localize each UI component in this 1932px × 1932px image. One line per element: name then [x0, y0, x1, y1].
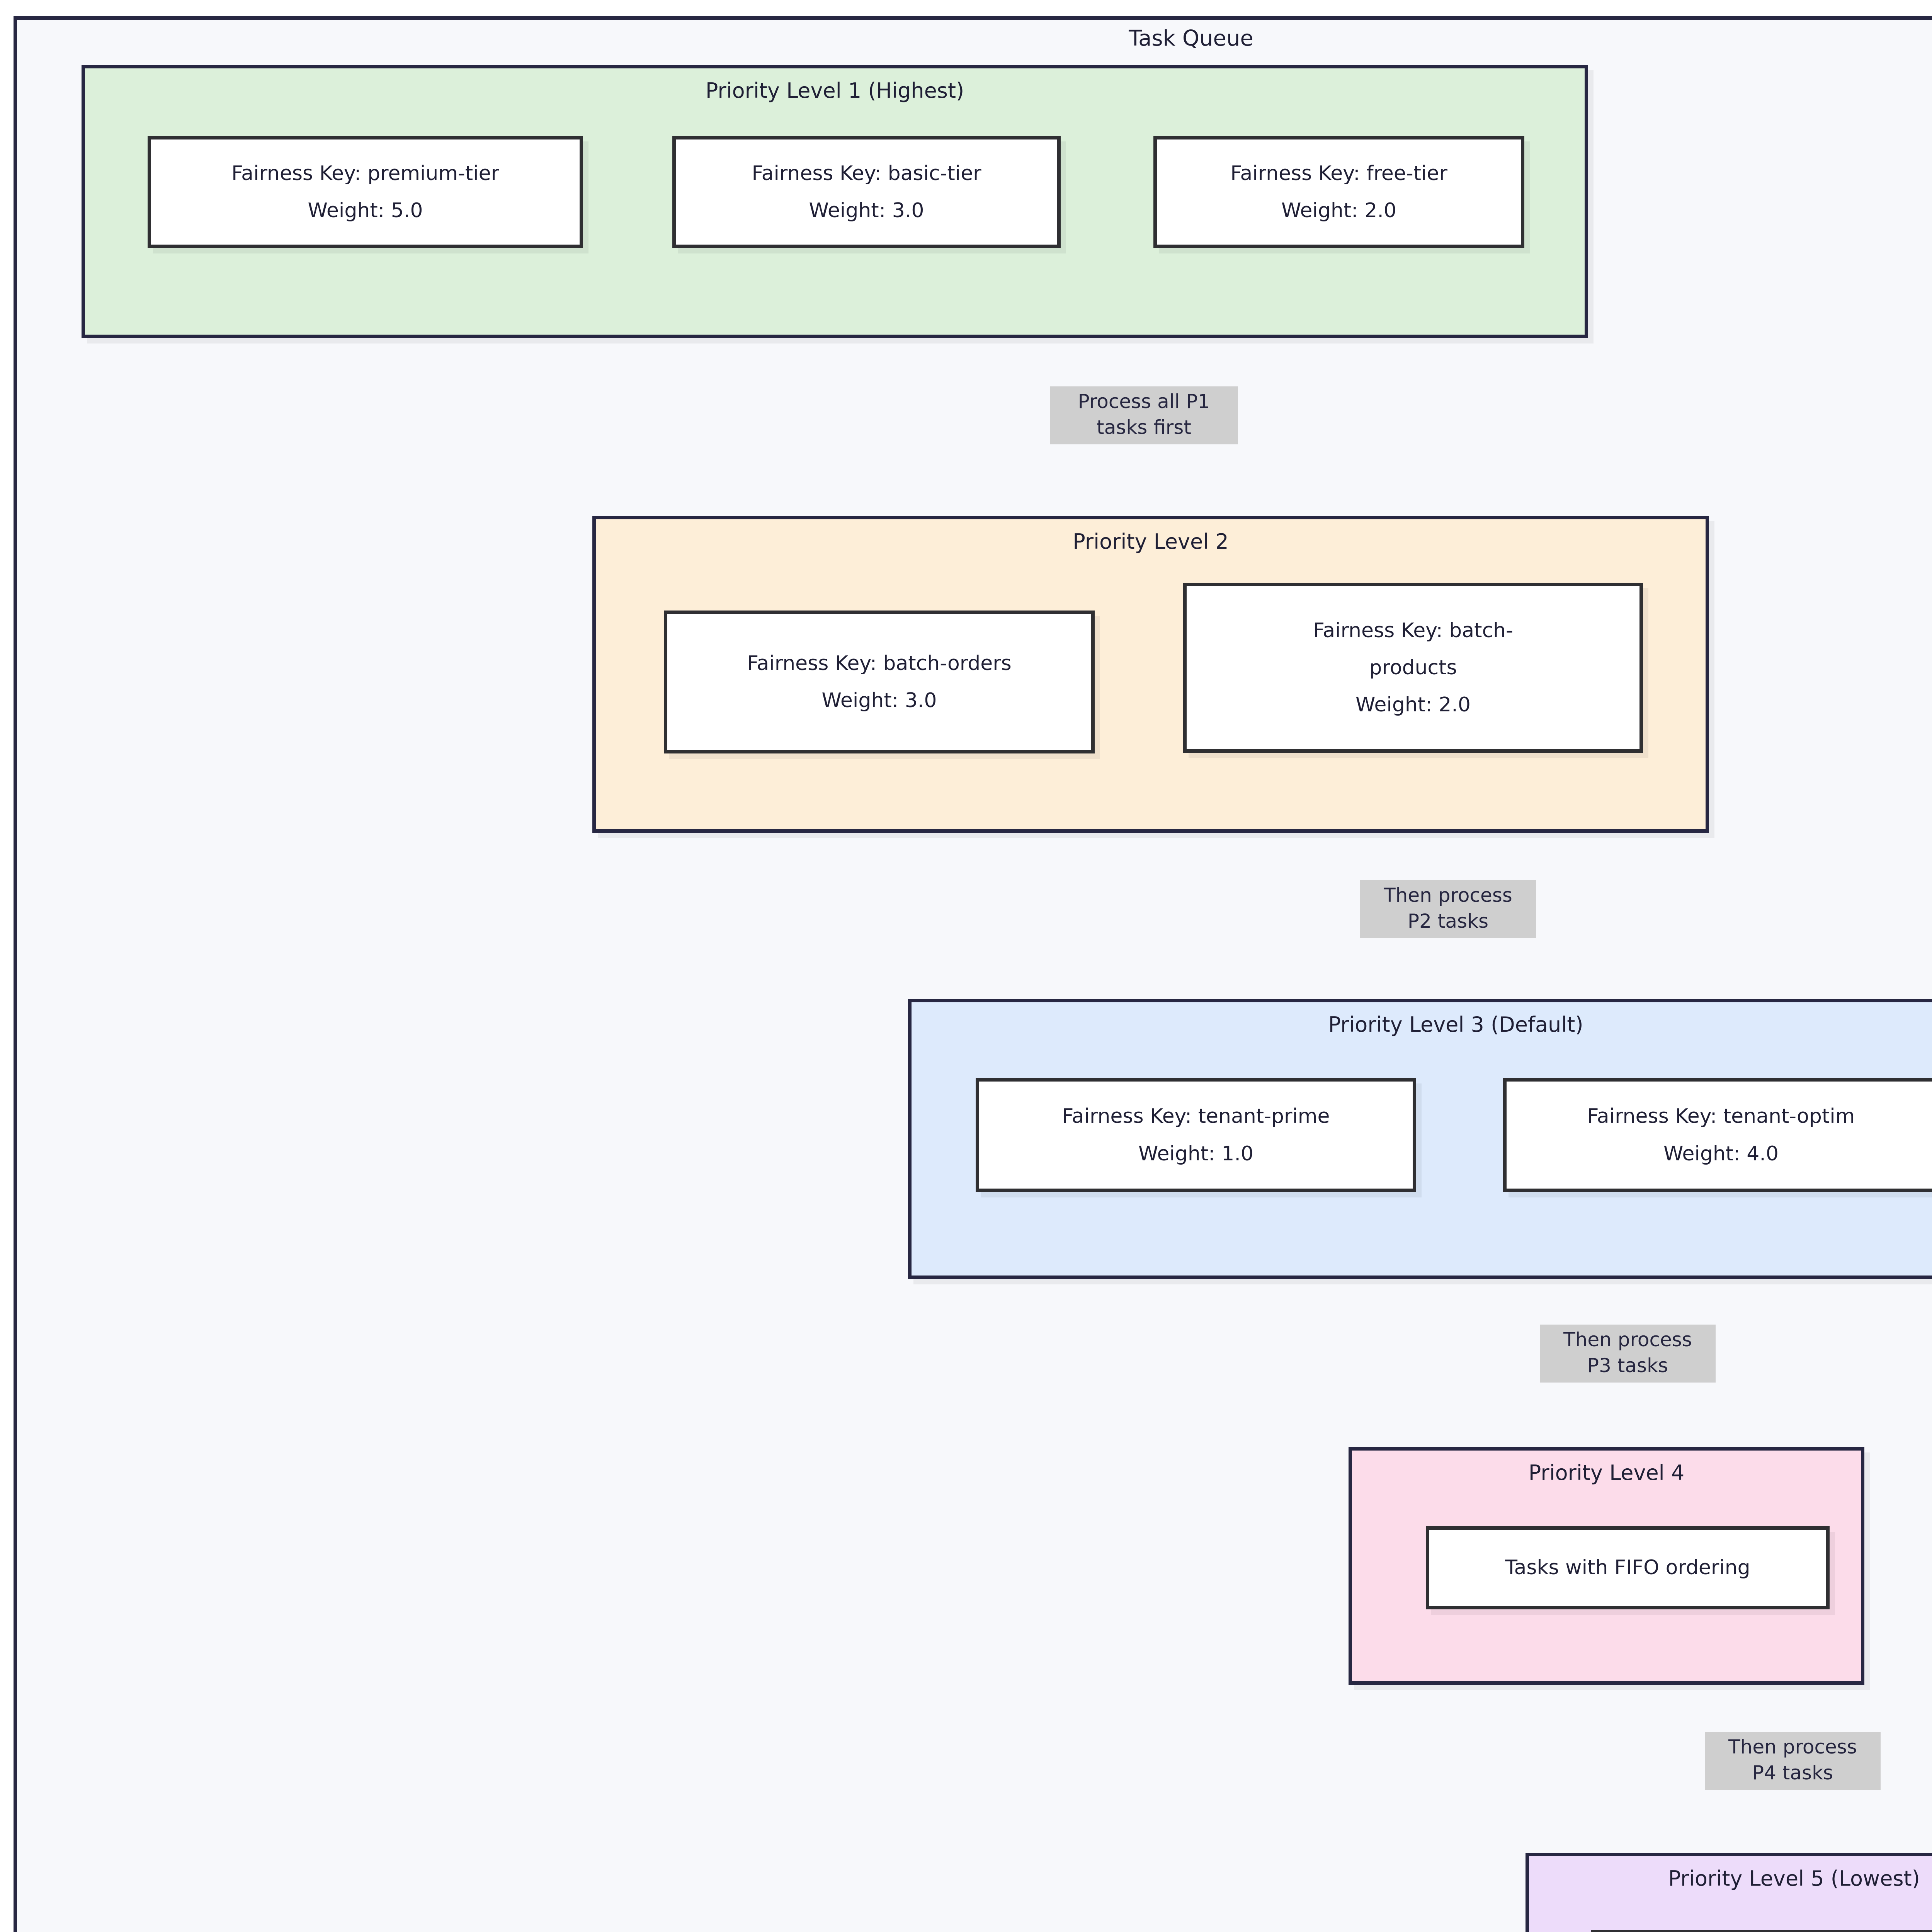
priority-level-5-title: Priority Level 5 (Lowest)	[1668, 1866, 1920, 1891]
fairness-key-label: Fairness Key: basic-tier	[752, 162, 981, 185]
fairness-key-card: Fairness Key: free-tier Weight: 2.0	[1153, 136, 1524, 248]
fairness-key-card: Fairness Key: tenant-optim Weight: 4.0	[1503, 1078, 1932, 1192]
edge-label-line1: Then process	[1384, 884, 1512, 906]
edge-label-line1: Then process	[1563, 1328, 1692, 1351]
fairness-key-card: Fairness Key: batch-orders Weight: 3.0	[664, 611, 1095, 753]
fifo-task-card: Tasks with FIFO ordering	[1591, 1930, 1932, 1932]
edge-label-then-process-p4: Then process P4 tasks	[1705, 1732, 1881, 1790]
task-queue-title: Task Queue	[1129, 26, 1253, 51]
fifo-task-label: Tasks with FIFO ordering	[1505, 1556, 1750, 1580]
edge-label-then-process-p2: Then process P2 tasks	[1360, 880, 1536, 938]
edge-label-line2: P2 tasks	[1407, 910, 1489, 932]
edge-label-line1: Then process	[1728, 1736, 1857, 1758]
fairness-key-label: Fairness Key: tenant-optim	[1587, 1105, 1855, 1128]
fairness-weight-label: Weight: 4.0	[1663, 1142, 1779, 1165]
priority-level-4-title: Priority Level 4	[1528, 1461, 1685, 1485]
fairness-weight-label: Weight: 2.0	[1281, 199, 1396, 222]
priority-level-1-title: Priority Level 1 (Highest)	[705, 78, 964, 103]
edge-label-line2: P3 tasks	[1587, 1354, 1668, 1377]
fairness-key-label: Fairness Key: tenant-prime	[1062, 1105, 1330, 1128]
fairness-key-label: Fairness Key: premium-tier	[231, 162, 500, 185]
fairness-key-card: Fairness Key: basic-tier Weight: 3.0	[672, 136, 1061, 248]
priority-level-5-cluster: Priority Level 5 (Lowest)	[1526, 1853, 1932, 1932]
fairness-key-card: Fairness Key: tenant-prime Weight: 1.0	[976, 1078, 1416, 1192]
priority-level-3-title: Priority Level 3 (Default)	[1328, 1012, 1583, 1037]
fairness-key-label: Fairness Key: batch-	[1313, 619, 1513, 642]
edge-label-then-process-p3: Then process P3 tasks	[1540, 1325, 1716, 1383]
edge-label-line1: Process all P1	[1078, 390, 1210, 413]
edge-label-line2: P4 tasks	[1752, 1762, 1833, 1784]
edge-label-line2: tasks first	[1097, 416, 1191, 439]
fairness-key-label: Fairness Key: free-tier	[1230, 162, 1447, 185]
fairness-weight-label: Weight: 3.0	[821, 689, 937, 712]
fairness-weight-label: Weight: 3.0	[809, 199, 924, 222]
fairness-key-label-cont: products	[1369, 656, 1457, 679]
fifo-task-card: Tasks with FIFO ordering	[1426, 1526, 1830, 1609]
fairness-key-card: Fairness Key: premium-tier Weight: 5.0	[148, 136, 583, 248]
fairness-weight-label: Weight: 2.0	[1355, 693, 1471, 717]
edge-label-process-all-p1: Process all P1 tasks first	[1050, 386, 1238, 444]
priority-level-2-title: Priority Level 2	[1073, 529, 1229, 554]
fairness-weight-label: Weight: 5.0	[308, 199, 423, 222]
fairness-key-label: Fairness Key: batch-orders	[747, 651, 1012, 675]
fairness-key-card: Fairness Key: batch- products Weight: 2.…	[1183, 583, 1643, 753]
fairness-weight-label: Weight: 1.0	[1138, 1142, 1253, 1165]
